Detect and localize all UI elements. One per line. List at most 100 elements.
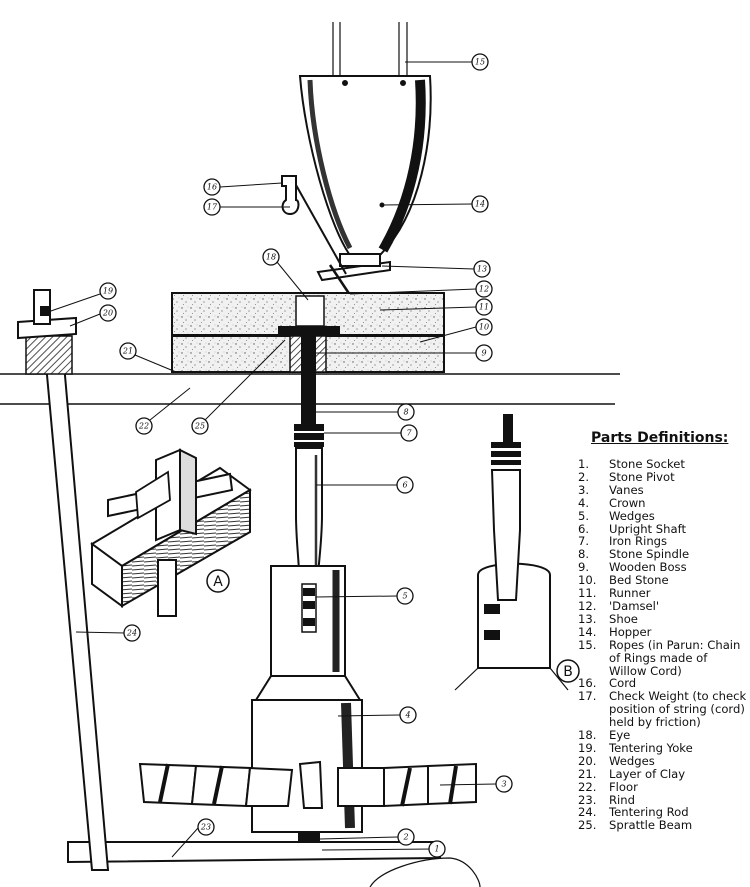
callout-20: 20 <box>99 304 117 322</box>
legend-item-label: Iron Rings <box>609 534 668 549</box>
shoe <box>316 253 391 282</box>
legend-item: 24.Tentering Rod <box>578 806 748 819</box>
legend-item-number: 21. <box>578 766 597 781</box>
legend-item-label: Ropes (in Parun: Chain of Rings made of … <box>609 637 741 678</box>
legend-item: 4.Crown <box>578 495 748 510</box>
callout-1: 1 <box>428 840 446 858</box>
callout-4: 4 <box>399 706 417 724</box>
callout-24: 24 <box>123 624 141 642</box>
svg-text:23: 23 <box>200 823 211 832</box>
svg-text:10: 10 <box>479 323 489 332</box>
callout-7: 7 <box>400 424 418 442</box>
legend-item-label: Wooden Boss <box>609 560 687 575</box>
legend-item-number: 11. <box>578 586 597 601</box>
svg-text:9: 9 <box>481 349 486 358</box>
legend-item-label: Stone Socket <box>609 457 685 471</box>
legend-item-number: 23. <box>578 792 597 807</box>
legend-item-number: 24. <box>578 805 597 820</box>
legend-item-label: Crown <box>609 495 646 510</box>
legend-item: 18.Eye <box>578 729 748 742</box>
callout-6: 6 <box>396 476 414 494</box>
svg-text:12: 12 <box>479 285 489 294</box>
legend-item-label: Wedges <box>609 508 655 523</box>
legend-item: 14.Hopper <box>578 624 748 639</box>
stone-eye <box>295 295 325 327</box>
leader-lines <box>47 61 497 858</box>
legend-item: 8.Stone Spindle <box>578 548 748 561</box>
legend-item: 10.Bed Stone <box>578 574 748 587</box>
legend-item: 5. Wedges <box>578 508 748 523</box>
legend-item-number: 2. <box>578 469 590 484</box>
svg-text:3: 3 <box>501 780 506 789</box>
svg-text:21: 21 <box>122 347 133 356</box>
callout-23: 23 <box>197 818 215 836</box>
callout-16: 16 <box>203 178 221 196</box>
legend-item-number: 15. <box>578 637 597 652</box>
legend-item-number: 6. <box>578 521 590 536</box>
legend-item: 2. Stone Pivot <box>578 471 748 484</box>
legend-item-label: Shoe <box>609 611 638 626</box>
legend-item-number: 10. <box>578 573 597 588</box>
svg-text:1: 1 <box>434 845 439 854</box>
callout-19: 19 <box>99 282 117 300</box>
legend-item-label: Check Weight (to check position of strin… <box>609 689 747 730</box>
legend-item-label: Eye <box>609 728 631 743</box>
svg-text:19: 19 <box>103 287 113 296</box>
legend-item-number: 3. <box>578 482 590 497</box>
legend-item: 22.Floor <box>578 780 748 794</box>
legend-item-label: Vanes <box>609 482 644 497</box>
legend-item: 20. Wedges <box>578 753 748 768</box>
inset-b-drawing: B <box>454 414 580 691</box>
svg-text:22: 22 <box>138 422 149 431</box>
callout-21: 21 <box>119 342 137 360</box>
legend-item: 12.'Damsel' <box>578 600 748 613</box>
legend-item-number: 9. <box>578 560 590 575</box>
legend-item: 11.Runner <box>578 587 748 600</box>
legend-item-number: 8. <box>578 547 590 562</box>
legend-item-label: Stone Pivot <box>609 469 675 484</box>
callout-8: 8 <box>397 403 415 421</box>
legend-item-number: 19. <box>578 740 597 755</box>
legend-item-number: 17. <box>578 689 597 704</box>
hopper <box>298 75 432 260</box>
legend-item-number: 20. <box>578 753 597 768</box>
callout-11: 11 <box>475 298 493 316</box>
svg-text:2: 2 <box>402 833 408 842</box>
legend-item-number: 1. <box>578 457 590 471</box>
svg-text:4: 4 <box>404 711 410 720</box>
legend-item-number: 25. <box>578 818 597 833</box>
callout-17: 17 <box>203 198 221 216</box>
tentering-rod <box>44 363 110 871</box>
stone-spindle <box>301 336 316 428</box>
legend-item-label: Wedges <box>609 753 655 768</box>
callout-10: 10 <box>475 318 493 336</box>
legend-item-number: 7. <box>578 534 590 549</box>
svg-text:17: 17 <box>207 203 218 212</box>
legend-item-label: Hopper <box>609 624 652 639</box>
legend-item-number: 5. <box>578 508 590 523</box>
inset-a-label: A <box>213 574 223 590</box>
legend-item: 25.Sprattle Beam <box>578 819 748 832</box>
callout-25: 25 <box>191 417 209 435</box>
legend-item: 6. Upright Shaft <box>578 521 748 536</box>
svg-text:18: 18 <box>266 253 276 262</box>
legend-item: 17. Check Weight (to check position of st… <box>578 690 748 729</box>
legend-item-label: Layer of Clay <box>609 766 686 781</box>
legend-item: 21. Layer of Clay <box>578 766 748 781</box>
legend-item: 3. Vanes <box>578 482 748 497</box>
svg-text:13: 13 <box>477 265 487 274</box>
legend-item: 1. Stone Socket <box>578 458 748 471</box>
damsel <box>328 264 352 296</box>
legend-item: 9. Wooden Boss <box>578 561 748 574</box>
svg-text:7: 7 <box>406 429 412 438</box>
legend-item-number: 12. <box>578 598 597 613</box>
legend-item-label: Upright Shaft <box>609 521 687 536</box>
legend-item: 16.Cord <box>578 677 748 690</box>
svg-text:6: 6 <box>402 481 407 490</box>
legend-item: 7. Iron Rings <box>578 535 748 548</box>
svg-text:16: 16 <box>207 183 217 192</box>
legend-item-number: 16. <box>578 676 597 691</box>
svg-text:8: 8 <box>403 408 408 417</box>
